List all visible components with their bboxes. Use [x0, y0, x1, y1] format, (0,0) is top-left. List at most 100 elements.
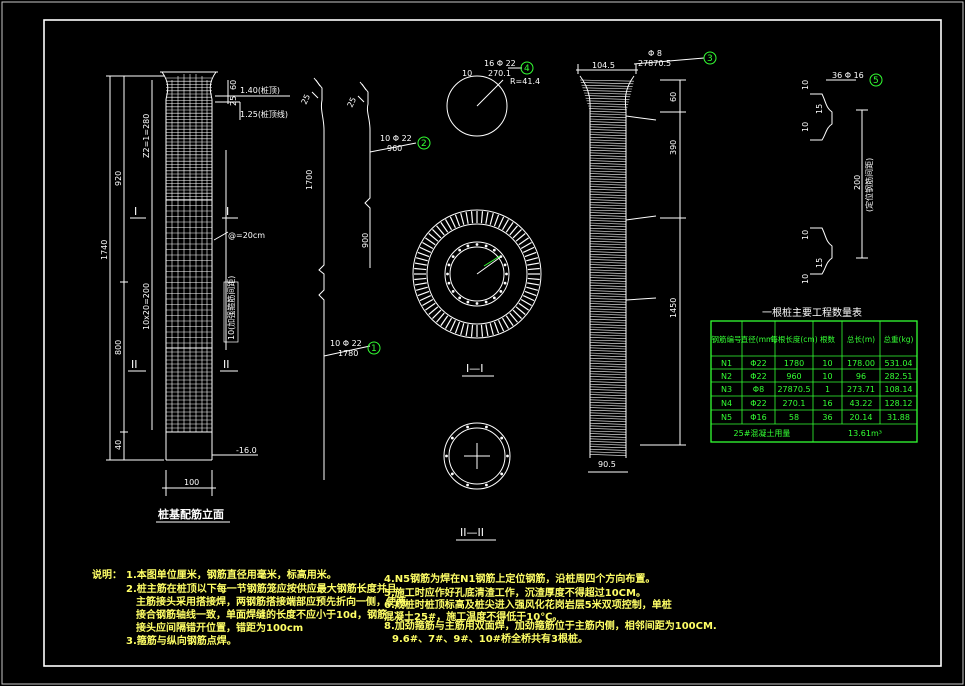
table-cell: 27870.5 — [777, 385, 810, 394]
table-cell: 273.71 — [847, 385, 875, 394]
stiffener-dim-10b: 10 — [801, 122, 810, 132]
ring-num: 4 — [524, 64, 530, 74]
spiral-dim-60: 60 — [669, 92, 678, 102]
stiffener-num: 5 — [873, 76, 879, 86]
top-label-1: 1.40(桩顶) — [240, 85, 280, 95]
table-cell: Φ16 — [750, 413, 766, 422]
table-cell: 282.51 — [885, 372, 913, 381]
bar1-len-main: 1700 — [305, 170, 314, 190]
spacing-upper: Z2=1=280 — [142, 114, 151, 158]
table-cell: 10 — [822, 359, 832, 368]
dim-width: 100 — [184, 478, 199, 487]
top-label-2: 1.25(桩顶线) — [240, 109, 288, 119]
elevation-title: 桩基配筋立面 — [158, 507, 224, 521]
stiffener-dim-note: (定位钢筋间距) — [864, 158, 874, 212]
stiffener-callout — [869, 73, 883, 87]
bar2-callout — [417, 136, 431, 150]
table-footer-value: 13.61m³ — [848, 429, 882, 438]
bar2-num: 2 — [421, 139, 427, 149]
table-header: 直径(mm) — [741, 334, 777, 344]
svg-text:25: 25 — [229, 96, 238, 106]
table-header: 总重(kg) — [884, 334, 914, 344]
stiffener-dim-200: 200 — [853, 175, 862, 190]
note-line-6: 3.箍筋与纵向钢筋点焊。 — [126, 634, 237, 647]
note-line-5: 接头应间隔错开位置，错距为100cm — [136, 621, 303, 634]
ring-radius: R=41.4 — [510, 77, 540, 86]
note-right-6: 9.6#、7#、9#、10#桥全桥共有3根桩。 — [392, 632, 588, 645]
table-cell: 178.00 — [847, 359, 875, 368]
stiffener-N5-detail: 36 Φ 16 5 10 15 10 10 15 10 200 (定位钢筋间距) — [801, 71, 883, 284]
spiral-len: 27870.5 — [638, 59, 671, 68]
side-note: 10(加强箍筋间距) — [226, 276, 236, 340]
note-right-5: 8.加劲箍筋与主筋用双面焊，加劲箍筋位于主筋内侧，相邻间距为100CM. — [384, 619, 717, 632]
spiral-N3-detail: 104.5 90.5 Φ 8 27870.5 3 60 390 1450 — [576, 49, 717, 473]
spiral-callout — [703, 51, 717, 65]
table-cell: 16 — [822, 399, 832, 408]
table-cell: N2 — [721, 372, 732, 381]
spiral-top-width: 104.5 — [592, 61, 615, 70]
section-mark-II-left: II — [131, 358, 138, 371]
table-cell: 960 — [786, 372, 801, 381]
table-cell: Φ22 — [750, 359, 766, 368]
table-cell: 43.22 — [850, 399, 873, 408]
table-cell: N3 — [721, 385, 732, 394]
stiffener-dim-10d: 10 — [801, 274, 810, 284]
dim-upper: 920 — [114, 171, 123, 186]
table-header: 根数 — [820, 334, 835, 344]
table-cell: 58 — [789, 413, 799, 422]
pile-elevation: 1740 920 800 40 Z2=1=280 10x20=200 1.40(… — [100, 71, 290, 523]
notes: 说明： 1.本图单位厘米，钢筋直径用毫米，标高用米。 2.桩主筋在桩顶以下每一节… — [92, 568, 717, 647]
table-cell: N1 — [721, 359, 732, 368]
note-right-3: 6.成桩时桩顶标高及桩尖进入强风化花岗岩层5米双项控制，单桩 — [384, 598, 672, 611]
bar2-len-main: 900 — [361, 233, 370, 248]
table-cell: 96 — [856, 372, 866, 381]
notes-prefix: 说明： — [92, 568, 122, 581]
dim-total: 1740 — [100, 240, 109, 260]
stiffener-dim-10a: 10 — [801, 80, 810, 90]
table-cell: Φ22 — [750, 372, 766, 381]
dim-lower: 800 — [114, 340, 123, 355]
table-header: 钢筋编号 — [712, 334, 742, 344]
table-cell: 531.04 — [885, 359, 913, 368]
note-right-2: 5.施工时应作好孔底清渣工作，沉渣厚度不得超过10CM。 — [384, 586, 646, 599]
table-cell: Φ22 — [750, 399, 766, 408]
spacing-mid: @=20cm — [228, 231, 265, 240]
note-right-1: 4.N5钢筋为焊在N1钢筋上定位钢筋，沿桩周四个方向布置。 — [384, 572, 655, 585]
bar1-callout — [367, 341, 381, 355]
table-header: 每根长度(cm) — [770, 334, 817, 344]
dim-top: 60 — [229, 80, 238, 90]
table-cell: 128.12 — [885, 399, 913, 408]
ring-N4-detail: 16 Φ 22 270.1 R=41.4 10 4 — [446, 59, 540, 137]
spiral-num: 3 — [707, 54, 713, 64]
table-cell: 31.88 — [887, 413, 910, 422]
bottom-elev: -16.0 — [236, 446, 257, 455]
bar2-len: 960 — [387, 144, 402, 153]
svg-text:25: 25 — [300, 93, 312, 106]
note-line-4: 接合钢筋轴线一致，单面焊缝的长度不应小于10d，钢筋 — [136, 608, 387, 621]
section-II-II: II—II — [443, 422, 511, 541]
table-cell: 108.14 — [885, 385, 913, 394]
table-cell: 20.14 — [850, 413, 873, 422]
note-right-4: 混凝土25#，施工温度不得低于10℃。 — [384, 610, 562, 623]
ring-len: 270.1 — [488, 69, 511, 78]
note-line-1: 1.本图单位厘米，钢筋直径用毫米，标高用米。 — [126, 568, 337, 581]
quantity-table: 一根桩主要工程数量表 钢筋编号直径(mm)每根长度(cm)根数总长(m)总重(k… — [710, 306, 918, 443]
section-II-label: II—II — [460, 526, 484, 539]
table-title: 一根桩主要工程数量表 — [762, 306, 862, 319]
bar1-spec: 10 Φ 22 — [330, 339, 362, 348]
inner-frame — [43, 19, 942, 667]
bar1-num: 1 — [371, 344, 377, 354]
note-line-2: 2.桩主筋在桩顶以下每一节钢筋笼应按供应最大钢筋长度并且 — [126, 582, 397, 595]
table-footer-label: 25#混凝土用量 — [734, 428, 791, 438]
table-cell: N4 — [721, 399, 732, 408]
table-cell: 1780 — [784, 359, 804, 368]
table-cell: 10 — [822, 372, 832, 381]
ring-callout — [520, 61, 534, 75]
svg-text:25: 25 — [346, 96, 358, 109]
stiffener-spec: 36 Φ 16 — [832, 71, 864, 80]
table-cell: 1 — [825, 385, 830, 394]
section-I-I: I—I — [412, 209, 542, 377]
spiral-dim-390: 390 — [669, 140, 678, 155]
